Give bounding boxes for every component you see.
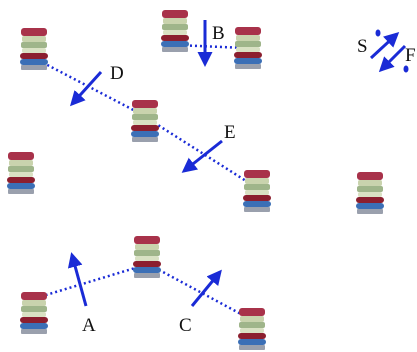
layered-stack-icon — [131, 100, 159, 142]
arrow-icon — [378, 44, 407, 73]
dot-icon — [403, 65, 409, 73]
layered-stack-icon — [133, 236, 161, 278]
bond-line — [149, 263, 253, 322]
arrow-icon — [69, 70, 103, 107]
layered-stack-icon — [20, 28, 48, 70]
arrow-icon — [369, 31, 400, 60]
layered-stack-icon — [234, 27, 262, 69]
arrow-icon — [181, 139, 223, 173]
layered-stack-icon — [238, 308, 266, 350]
layered-stack-icon — [243, 170, 271, 212]
label-e: E — [224, 122, 236, 143]
label-b: B — [212, 23, 225, 44]
layered-stack-icon — [7, 152, 35, 194]
label-a: A — [82, 315, 96, 336]
layered-stack-icon — [20, 292, 48, 334]
label-s: S — [357, 36, 368, 57]
arrows — [67, 20, 407, 307]
label-d: D — [110, 63, 124, 84]
layered-stack-icon — [356, 172, 384, 214]
dot-icon — [375, 29, 381, 37]
arrow-icon — [67, 252, 88, 307]
bond-line — [149, 118, 255, 188]
bond-line — [35, 263, 146, 300]
label-c: C — [179, 315, 192, 336]
label-f: F — [405, 45, 416, 66]
layered-stack-icon — [161, 10, 189, 52]
bond-lines — [33, 43, 255, 322]
arrow-icon — [190, 269, 222, 307]
